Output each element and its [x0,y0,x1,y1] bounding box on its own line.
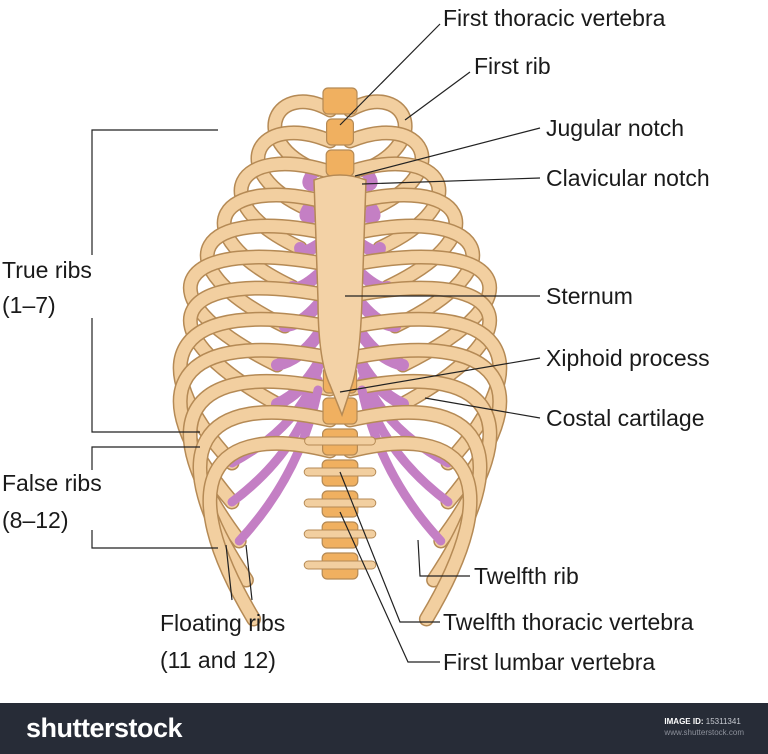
leader-lines [91,23,541,663]
image-id-block: IMAGE ID: 15311341 www.shutterstock.com [664,716,744,738]
rib [184,251,336,371]
label-sternum: Sternum [546,283,633,309]
label-floating-ribs-range: (11 and 12) [160,647,276,673]
rib [201,220,336,332]
label-first-rib: First rib [474,53,551,79]
footer-bar: shutterstock IMAGE ID: 15311341 www.shut… [0,703,768,754]
rib [203,437,336,625]
label-first-lumbar-vertebra: First lumbar vertebra [443,649,656,675]
rib [174,313,336,469]
rib [344,282,496,410]
label-true-ribs: True ribs [2,257,92,283]
label-jugular-notch: Jugular notch [546,115,685,141]
rib [344,189,462,293]
rib [218,189,336,293]
label-true-ribs-range: (1–7) [2,292,56,318]
label-floating-ribs: Floating ribs [160,610,286,636]
label-clavicular-notch: Clavicular notch [546,165,710,191]
rib [344,251,496,371]
transverse-process [303,529,377,539]
label-costal-cartilage: Costal cartilage [546,405,705,431]
transverse-process [303,498,377,508]
rib [344,220,479,332]
transverse-process [303,560,377,570]
label-twelfth-thoracic-vertebra: Twelfth thoracic vertebra [443,609,694,635]
image-id: 15311341 [705,717,741,726]
rib-cage-illustration [91,23,541,663]
transverse-process [304,436,376,446]
sternum [313,174,367,418]
vertebra [326,118,355,146]
rib [344,313,506,469]
label-false-ribs-range: (8–12) [2,507,69,533]
label-first-thoracic-vertebra: First thoracic vertebra [443,5,666,31]
image-id-label: IMAGE ID: [664,717,704,726]
label-twelfth-rib: Twelfth rib [474,563,579,589]
footer-url: www.shutterstock.com [664,728,744,737]
vertebra [325,149,355,177]
costal-cartilage [356,239,386,258]
label-false-ribs: False ribs [2,470,102,496]
shutterstock-logo: shutterstock [26,713,183,743]
ribs [172,94,508,627]
label-xiphoid-process: Xiphoid process [546,345,710,371]
vertebra [322,87,358,115]
rib [344,437,477,625]
rib [184,282,336,410]
costal-cartilage [294,239,324,258]
